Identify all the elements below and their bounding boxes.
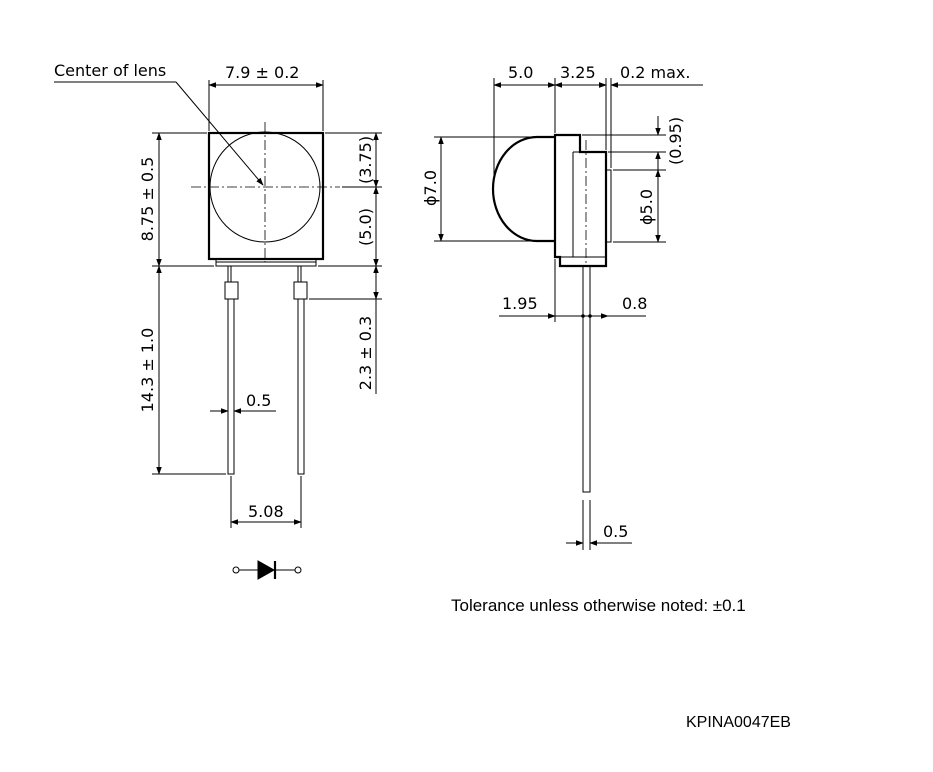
dim-dia-70: ϕ7.0: [421, 170, 440, 206]
side-body: [553, 133, 608, 268]
dim-side-02max: 0.2 max.: [620, 63, 690, 82]
side-lead: [582, 265, 591, 493]
lens-dome: [491, 135, 555, 243]
dim-side-325: 3.25: [560, 63, 596, 82]
dim-pitch: 5.08: [248, 502, 284, 521]
center-of-lens-label: Center of lens: [54, 61, 166, 80]
left-lead: [224, 266, 239, 475]
part-code: KPINA0047EB: [686, 714, 791, 731]
side-view: 5.0 3.25 0.2 max. (0.95) ϕ7.0 ϕ5.0 1.95 …: [421, 63, 703, 550]
dim-dia-50: ϕ5.0: [637, 189, 656, 225]
dim-lead-offset-195: 1.95: [502, 294, 538, 313]
dim-side-095: (0.95): [666, 117, 685, 165]
photodiode-symbol-icon: [232, 560, 302, 580]
dim-standoff: 2.3 ± 0.3: [356, 316, 375, 390]
right-lead: [293, 266, 308, 475]
front-view: Center of lens 7.9 ± 0.2 8.75 ± 0.5 (3.7…: [54, 61, 382, 580]
dim-width-top: 7.9 ± 0.2: [225, 63, 299, 82]
tolerance-note: Tolerance unless otherwise noted: ±0.1: [451, 596, 746, 615]
dim-lead-width: 0.5: [246, 391, 271, 410]
dim-50-paren: (5.0): [356, 208, 375, 246]
dim-lead-length: 14.3 ± 1.0: [138, 328, 157, 413]
dim-body-height: 8.75 ± 0.5: [138, 157, 157, 242]
package-body: [207, 131, 325, 261]
dim-side-lead-width: 0.5: [603, 522, 628, 541]
dim-side-50: 5.0: [508, 63, 533, 82]
dim-375: (3.75): [356, 136, 375, 184]
dim-lead-offset-08: 0.8: [622, 294, 647, 313]
